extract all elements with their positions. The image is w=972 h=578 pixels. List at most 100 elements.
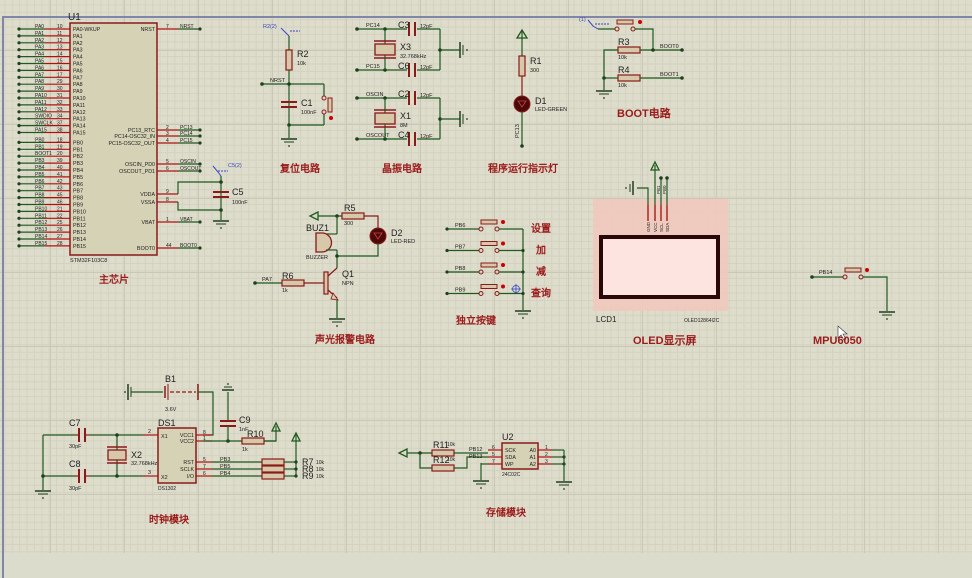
ds1-pin-name: RST [183,460,194,466]
r1[interactable] [518,55,526,77]
u2-pin-name: A2 [530,462,537,468]
r4[interactable] [617,74,641,82]
key-button[interactable] [480,241,498,246]
net-terminal[interactable] [17,34,21,38]
net-terminal[interactable] [17,189,21,193]
clock-net-label: PB4 [220,471,230,477]
u1-pin-number: 18 [57,137,63,143]
net-terminal[interactable] [198,128,202,132]
key-button[interactable] [480,284,498,289]
u1-pin-number: 28 [57,241,63,247]
net-terminal[interactable] [17,230,21,234]
net-terminal[interactable] [17,103,21,107]
c5-value: 100nF [232,200,248,206]
u1-pin-number: 34 [57,114,63,120]
net-terminal[interactable] [17,68,21,72]
u1-net-label: BOOT0 [180,243,197,249]
ds1302-chip[interactable] [157,427,197,484]
net-terminal[interactable] [17,209,21,213]
net-terminal[interactable] [17,202,21,207]
net-terminal[interactable] [17,161,21,165]
r7[interactable] [261,458,285,466]
u1-pin-number: 21 [57,206,63,212]
net-terminal[interactable] [198,27,202,31]
oled-net-sda: PB0 [662,185,667,194]
ds1-pin-number: 6 [203,471,206,477]
net-terminal[interactable] [17,223,21,227]
net-terminal[interactable] [17,216,21,220]
u2-eeprom[interactable] [501,442,539,470]
reset-button[interactable] [327,97,333,113]
net-terminal[interactable] [445,227,449,231]
net-terminal[interactable] [445,291,449,296]
net-terminal[interactable] [17,55,21,59]
net-terminal[interactable] [17,124,21,128]
u1-net-label: PA1 [35,31,44,37]
q1-transistor[interactable] [323,271,329,295]
u1-pin-name: NRST [141,27,156,33]
buzzer[interactable] [315,232,333,253]
net-terminal[interactable] [198,169,202,173]
net-terminal[interactable] [17,237,21,241]
u1-pin-name: VSSA [141,200,156,206]
u1-net-label: PC13 [180,125,193,131]
net-terminal[interactable] [17,75,21,79]
net-terminal[interactable] [17,27,21,31]
net-terminal[interactable] [17,196,21,200]
net-terminal[interactable] [17,168,21,172]
d2-led[interactable] [369,227,387,245]
net-terminal[interactable] [445,270,449,274]
u1-net-label: PA9 [35,86,44,92]
net-terminal[interactable] [17,41,21,45]
r2[interactable] [285,49,293,71]
mpu-button[interactable] [844,267,862,273]
net-terminal[interactable] [17,96,21,100]
key-button[interactable] [480,262,498,268]
net-terminal[interactable] [17,140,21,144]
net-terminal[interactable] [17,61,21,66]
u1-net-label: PB10 [35,206,47,212]
net-terminal[interactable] [198,134,202,138]
r12-ref: R12 [433,455,450,465]
net-terminal[interactable] [17,117,21,121]
net-terminal[interactable] [17,154,21,158]
net-terminal[interactable] [17,82,21,86]
u1-body[interactable] [69,22,158,256]
net-terminal[interactable] [198,162,202,166]
ds1-pin-number: 1 [203,436,206,442]
net-terminal[interactable] [198,246,202,250]
u1-pin-number: 40 [57,165,63,171]
r12[interactable] [431,464,455,472]
r9[interactable] [261,472,285,480]
net-terminal[interactable] [198,220,202,224]
net-terminal[interactable] [17,89,21,93]
u1-pin-number: 6 [166,166,169,172]
u2-pin-name: SDA [505,455,516,461]
net-terminal[interactable] [17,48,21,52]
net-terminal[interactable] [17,182,21,186]
net-oscout: OSCOUT [366,133,390,139]
net-terminal[interactable] [17,244,21,248]
d1-led[interactable] [513,95,531,113]
x2[interactable] [107,449,127,461]
net-terminal[interactable] [198,141,202,145]
r5[interactable] [341,212,365,220]
net-terminal[interactable] [17,147,21,151]
boot-button[interactable] [616,19,634,25]
net-terminal[interactable] [17,175,21,179]
u2-pin-name: A0 [530,448,537,454]
x1[interactable] [374,112,396,125]
c1-ref: C1 [301,98,313,108]
r8[interactable] [261,465,285,473]
r3[interactable] [617,46,641,54]
x3-value: 32.768kHz [400,54,427,60]
net-terminal[interactable] [445,248,449,253]
x3[interactable] [374,43,396,56]
boot-circuit: (1) R3 10k BOOT0 R4 10k BOOT1 BOOT电路 [579,17,684,120]
net-terminal[interactable] [17,130,21,135]
net-terminal[interactable] [17,110,21,114]
u1-pin-name: PA0-WKUP [73,27,101,33]
key-button[interactable] [480,219,498,225]
